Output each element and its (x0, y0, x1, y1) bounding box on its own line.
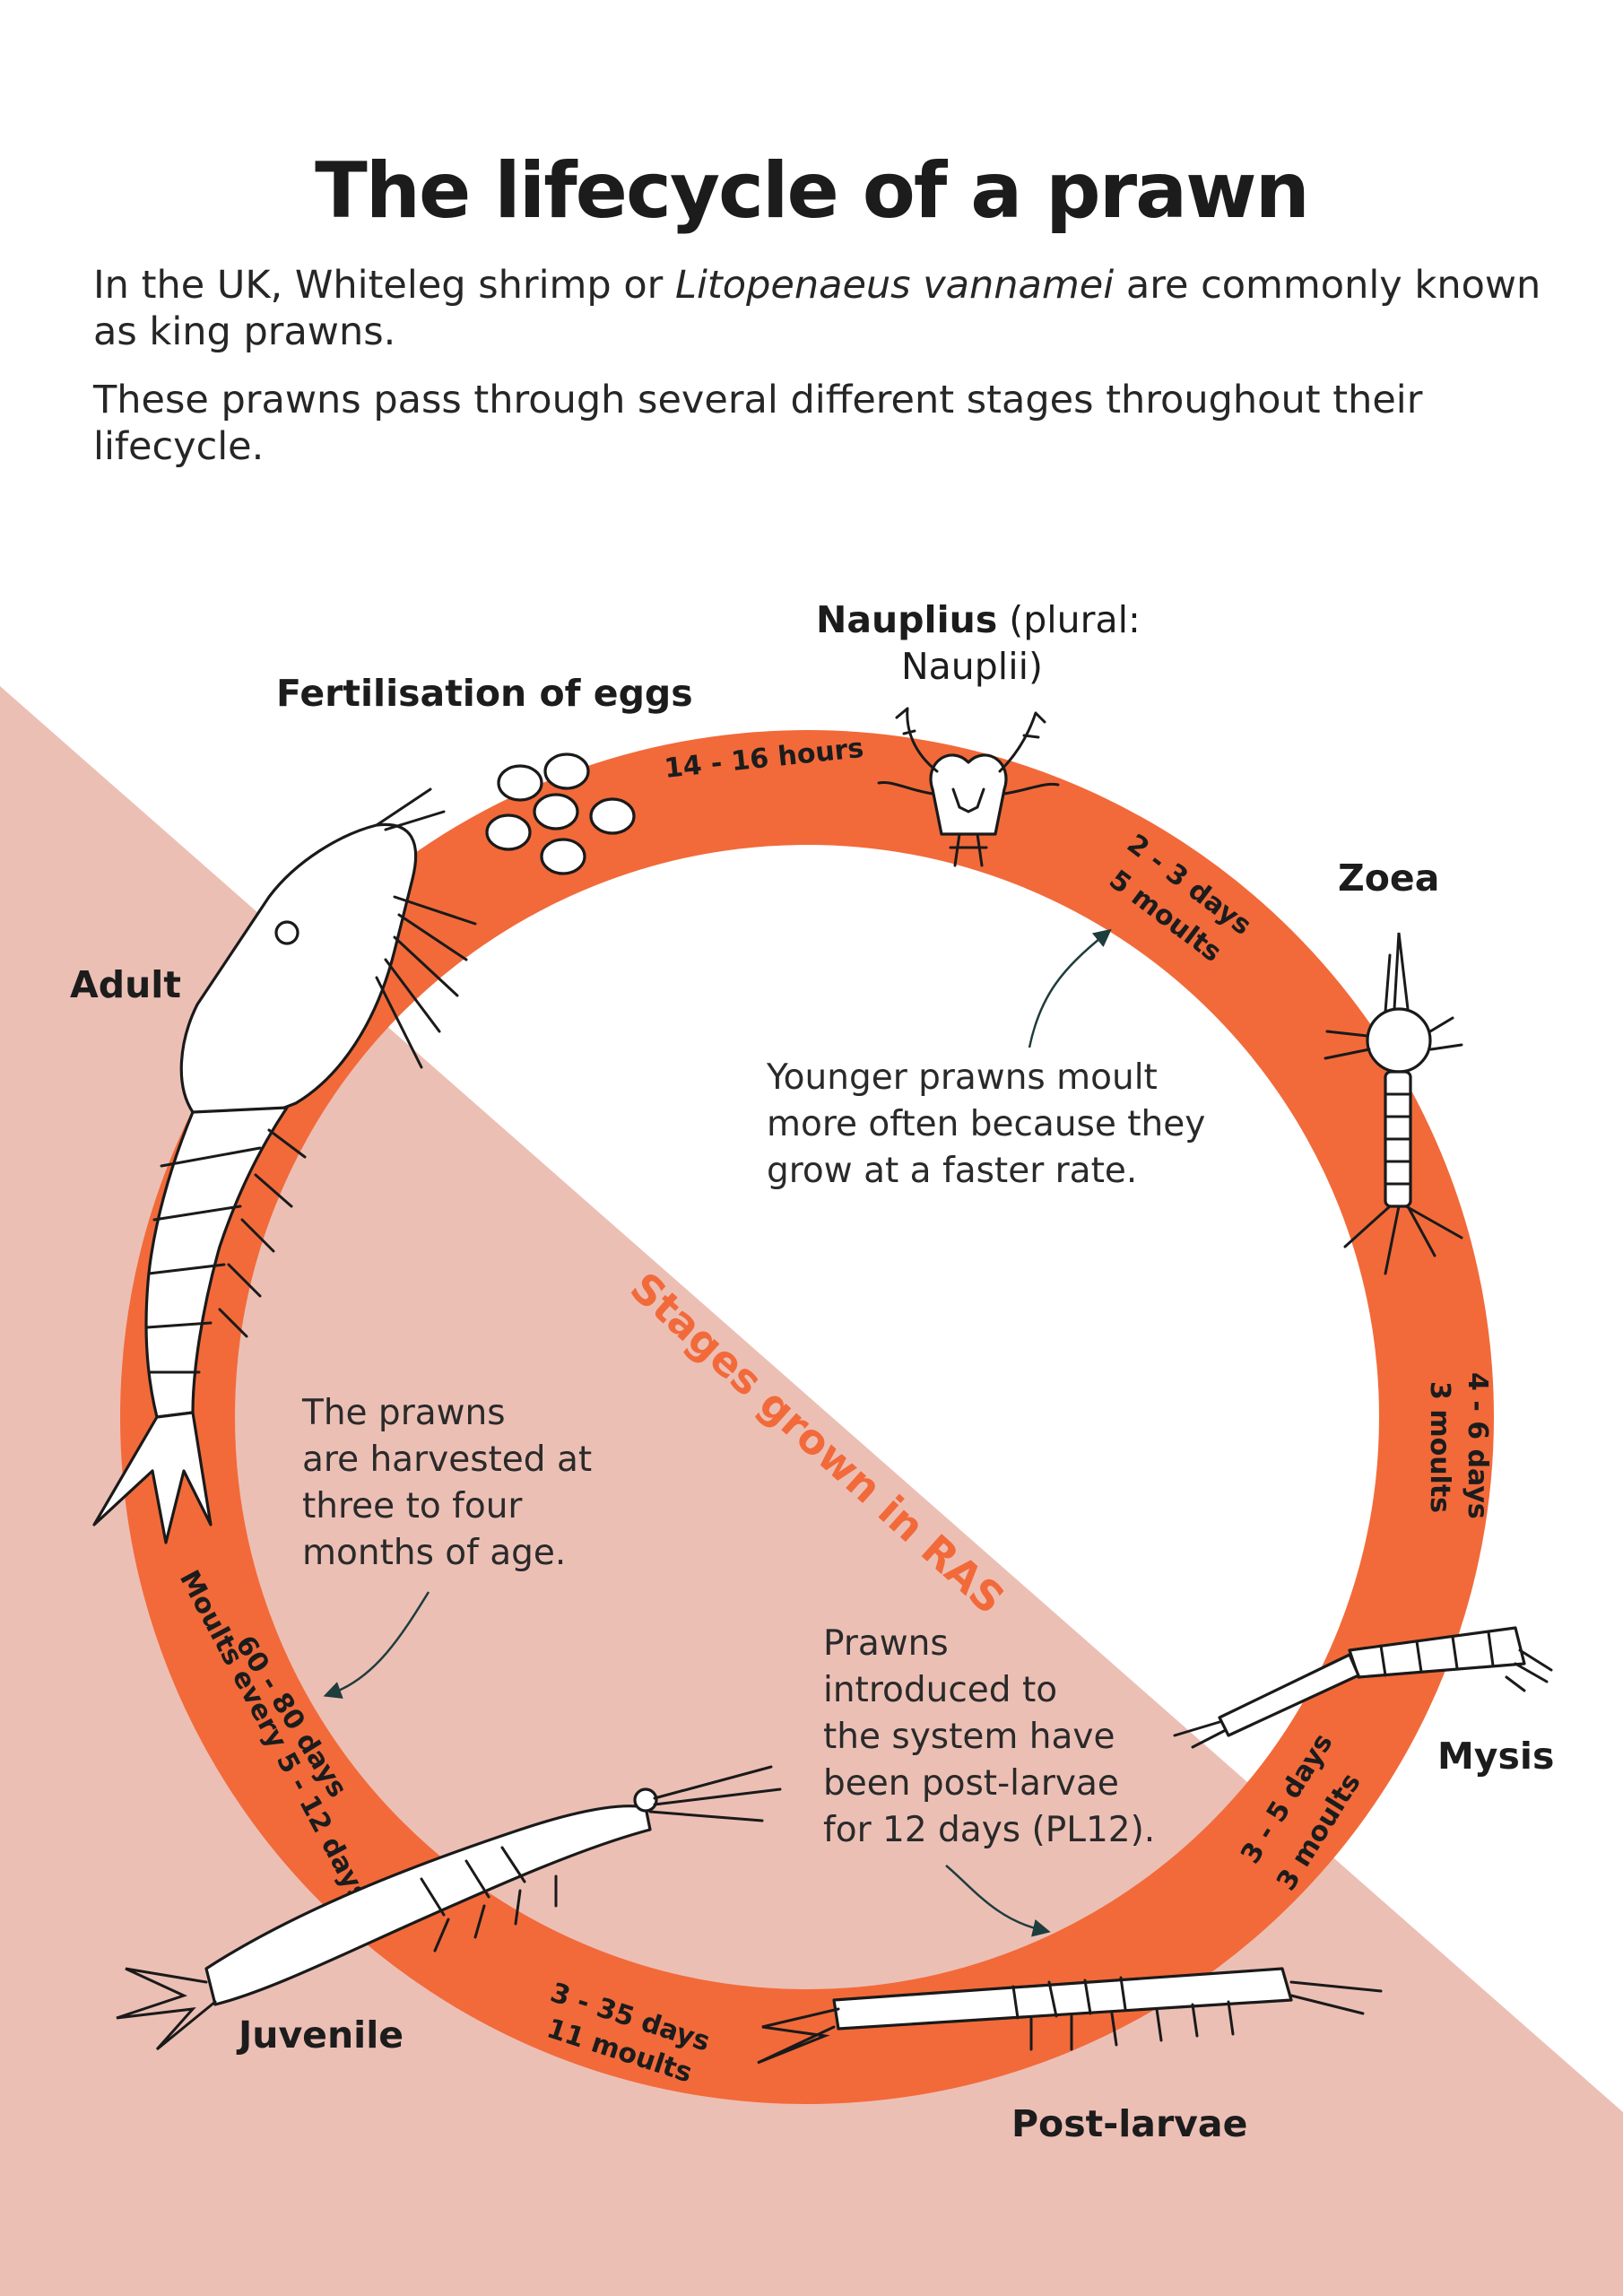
note-line: months of age. (302, 1533, 566, 1573)
duration-zoea-moults: 3 moults (1424, 1381, 1455, 1513)
mysis-icon (1173, 1626, 1553, 1749)
duration-zoea-days: 4 - 6 days (1462, 1372, 1493, 1519)
note-younger-prawns: Younger prawns moult more often because … (766, 1057, 1217, 1191)
post-larvae-icon (757, 1967, 1383, 2065)
zoea-icon (1324, 932, 1463, 1275)
duration-text: 3 moults (1424, 1381, 1455, 1513)
note-line: more often because they (767, 1104, 1205, 1144)
note-line: introduced to (823, 1670, 1057, 1710)
stage-label-post-larvae: Post-larvae (1011, 2102, 1247, 2145)
nauplius-plural: (plural: (997, 598, 1141, 641)
intro-text: are commonly known as king prawns. (93, 263, 1541, 354)
stage-label-fertilisation: Fertilisation of eggs (276, 672, 693, 715)
intro-paragraph-2: These prawns pass through several differ… (93, 378, 1423, 469)
juvenile-icon (116, 1765, 782, 2051)
adult-prawn-icon (92, 787, 477, 1544)
stage-label-adult: Adult (70, 963, 181, 1006)
note-line: grow at a faster rate. (767, 1151, 1137, 1191)
intro-paragraph-1: In the UK, Whiteleg shrimp or Litopenaeu… (93, 262, 1546, 355)
stage-label-juvenile: Juvenile (236, 2013, 404, 2057)
nauplius-name: Nauplius (816, 598, 997, 641)
arrow-introduced (945, 1865, 1051, 1937)
note-line: The prawns (301, 1393, 506, 1433)
duration-text: 4 - 6 days (1462, 1372, 1493, 1519)
stage-label-nauplius: Nauplius (plural: (816, 598, 1141, 641)
stage-label-nauplius-plural: Nauplii) (901, 645, 1043, 688)
arrow-harvest (323, 1591, 430, 1700)
stage-label-zoea: Zoea (1338, 857, 1439, 900)
nauplius-icon (877, 707, 1060, 867)
species-name: Litopenaeus vannamei (675, 263, 1115, 308)
note-introduced: Prawns introduced to the system have bee… (823, 1623, 1155, 1850)
note-harvest: The prawns are harvested at three to fou… (301, 1393, 603, 1573)
note-line: Prawns (823, 1623, 949, 1664)
note-line: for 12 days (PL12). (823, 1810, 1155, 1850)
arrow-younger (1028, 928, 1112, 1048)
note-line: are harvested at (302, 1439, 592, 1480)
note-line: the system have (823, 1717, 1115, 1757)
eggs-icon (485, 752, 636, 875)
note-line: been post-larvae (823, 1763, 1119, 1804)
page-title: The lifecycle of a prawn (315, 145, 1310, 236)
stage-label-mysis: Mysis (1437, 1735, 1554, 1778)
note-line: three to four (302, 1486, 523, 1526)
note-line: Younger prawns moult (766, 1057, 1158, 1098)
intro-text: In the UK, Whiteleg shrimp or (93, 263, 676, 308)
